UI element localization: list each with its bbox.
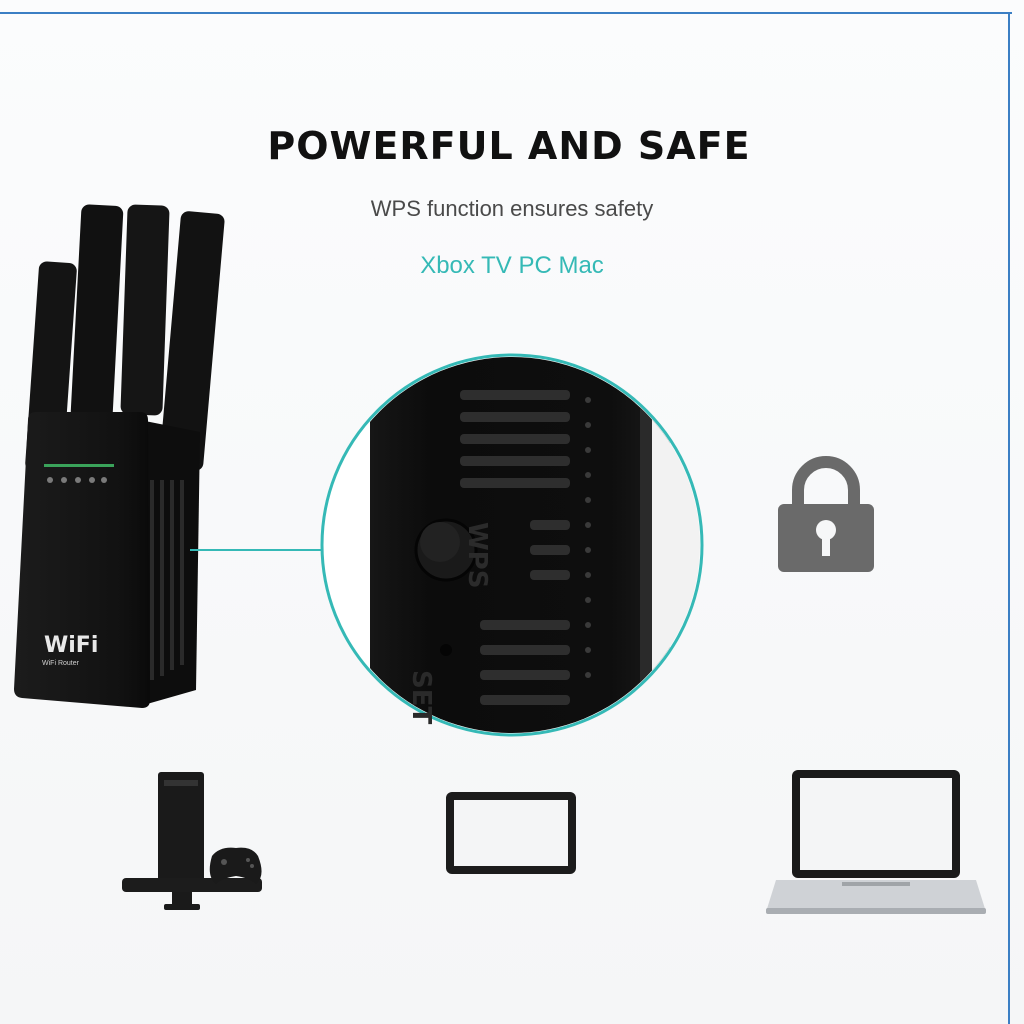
- antenna-2: [70, 204, 124, 421]
- wifi-repeater-device: [14, 204, 225, 708]
- frame-border-right: [1008, 12, 1010, 1024]
- device-model-label: WiFi Router: [42, 660, 79, 667]
- frame-border-top: [0, 12, 1012, 14]
- device-brand-label: WiFi: [44, 633, 99, 658]
- antenna-4: [159, 211, 225, 471]
- tablet-icon: [446, 792, 576, 874]
- reset-label: SET: [406, 670, 436, 725]
- game-console-icon: [122, 772, 262, 910]
- supported-devices-text: Xbox TV PC Mac: [420, 252, 604, 279]
- laptop-icon: [766, 770, 986, 914]
- antenna-3: [120, 204, 170, 416]
- wps-button-zoom: [320, 353, 704, 737]
- subheadline: WPS function ensures safety: [370, 196, 654, 221]
- lock-icon: [778, 456, 874, 572]
- headline: POWERFUL AND SAFE: [267, 124, 751, 168]
- reset-hole: [440, 644, 452, 656]
- wps-button-label: WPS: [462, 522, 492, 589]
